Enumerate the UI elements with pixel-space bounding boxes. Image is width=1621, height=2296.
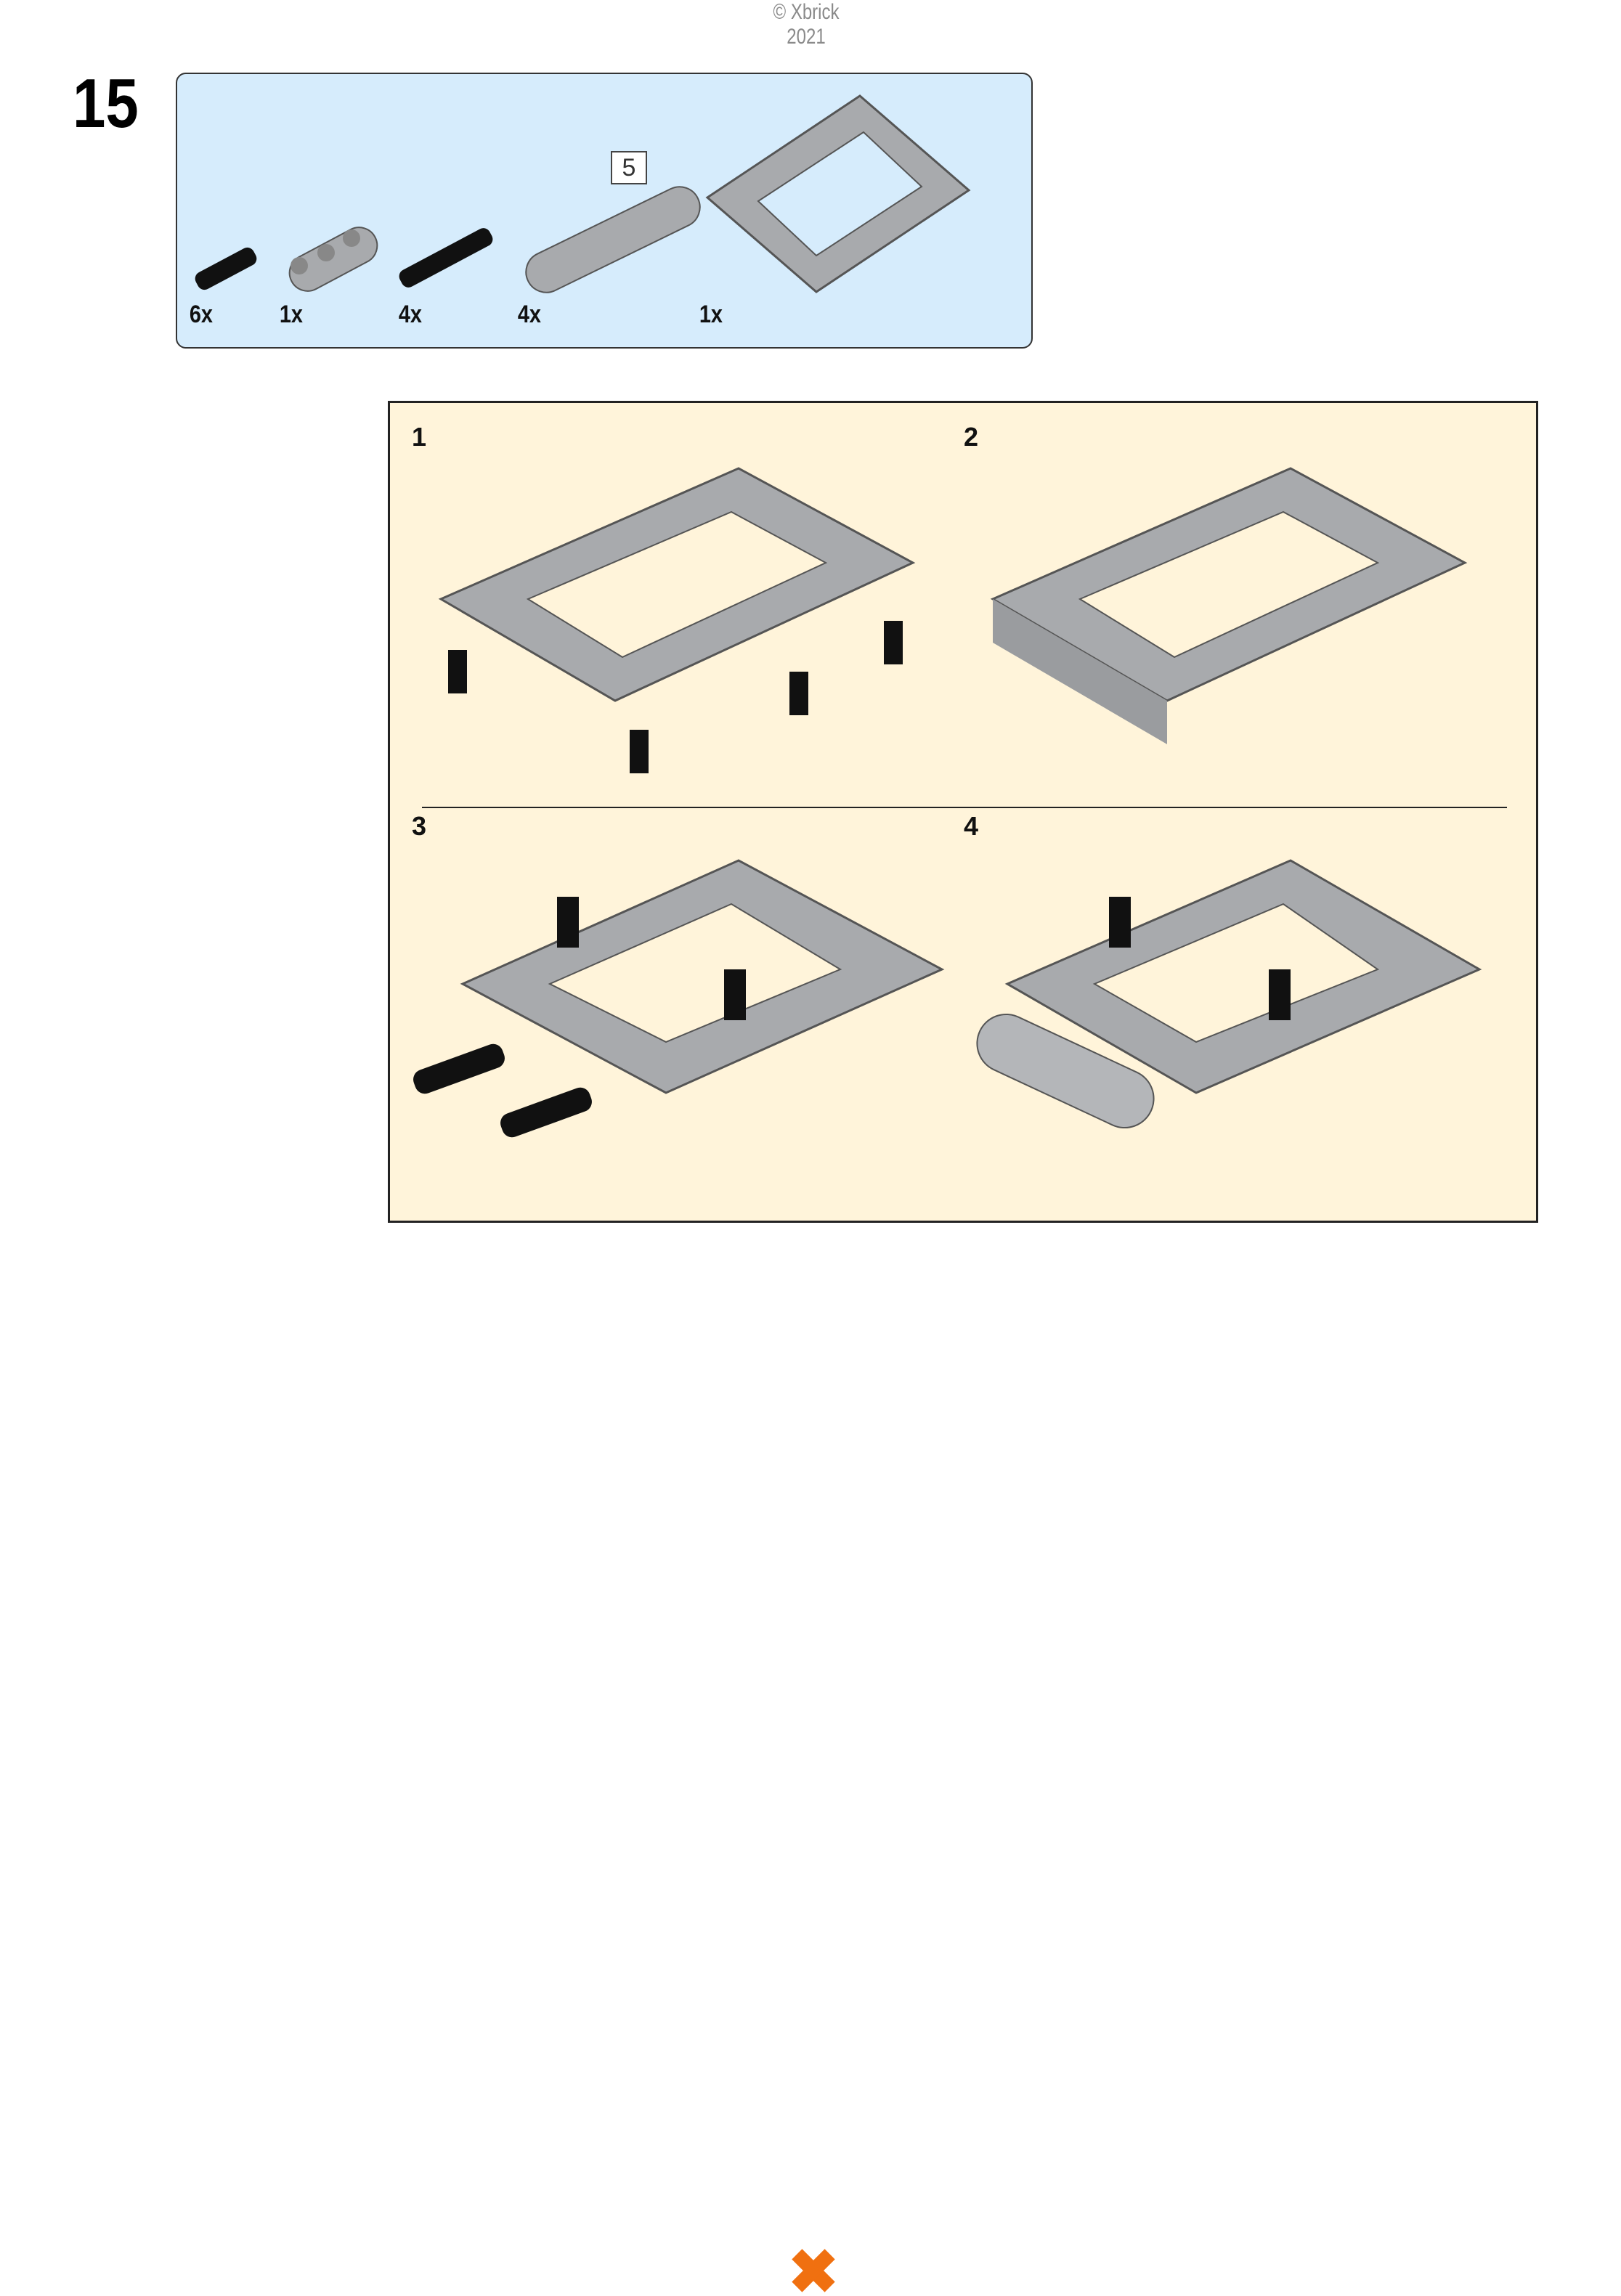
- step-number: 15: [73, 65, 139, 142]
- length-label: 5: [611, 151, 647, 184]
- xbrick-logo: [792, 2249, 835, 2292]
- pin-part-icon: [195, 247, 257, 290]
- sub-assembly-panel: 1 2 3 4: [388, 401, 1538, 1223]
- main-model: [179, 1218, 1441, 2097]
- placement-arrowhead: [1097, 1856, 1127, 1881]
- part-qty: 6x: [189, 301, 213, 328]
- beam-5-part-icon: [525, 186, 701, 293]
- part-qty: 1x: [699, 301, 723, 328]
- sub-step-number: 2: [964, 422, 979, 452]
- callout-arrowhead: [1283, 1679, 1294, 1693]
- part-qty: 4x: [398, 301, 422, 328]
- sub-step-1-model: [438, 467, 916, 773]
- copyright-text: © Xbrick 2021: [773, 0, 840, 49]
- placement-arrow: [1110, 1865, 1345, 1977]
- sub-step-2-model: [990, 467, 1468, 744]
- sub-step-divider: [422, 807, 1507, 808]
- frame-part-icon: [705, 94, 971, 293]
- sub-step-number: 4: [964, 811, 979, 841]
- sub-step-number: 3: [412, 811, 427, 841]
- parts-list-panel: 5 6x 1x 4x 4x 1x: [176, 73, 1033, 349]
- sub-step-3-model: [413, 859, 945, 1138]
- part-qty: 1x: [279, 301, 303, 328]
- beam-3-part-icon: [288, 227, 378, 292]
- axle-pin-part-icon: [399, 228, 493, 288]
- part-qty: 4x: [517, 301, 541, 328]
- sub-assembly-illustrations: [413, 467, 1482, 1138]
- sub-step-number: 1: [412, 422, 427, 452]
- sub-step-4-model: [976, 859, 1482, 1129]
- parts-illustrations: [195, 94, 971, 293]
